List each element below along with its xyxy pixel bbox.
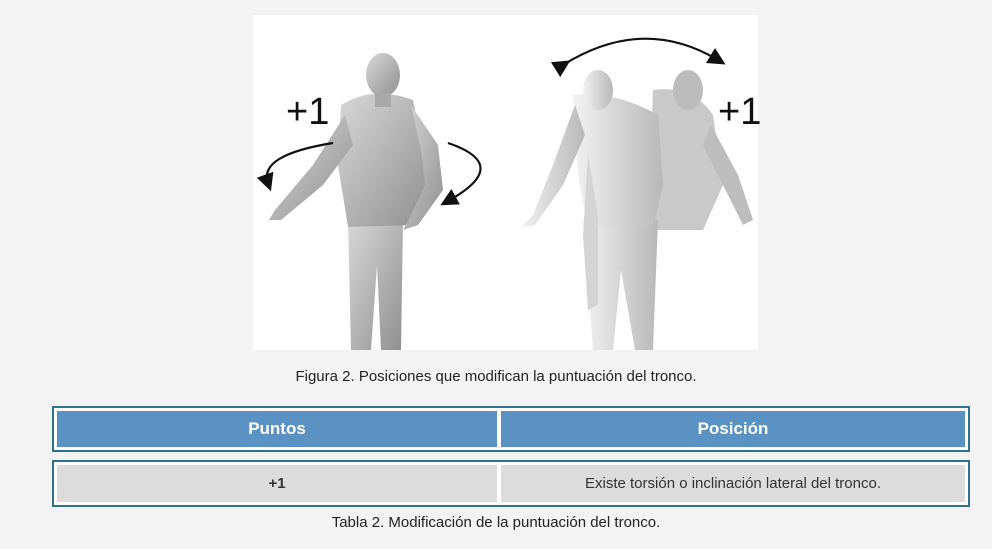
torsion-score-label: +1 bbox=[286, 91, 330, 133]
table-caption: Tabla 2. Modificación de la puntuación d… bbox=[331, 514, 661, 531]
inclination-figure bbox=[521, 37, 753, 350]
trunk-figure-illustration bbox=[256, 37, 753, 350]
header-posicion: Posición bbox=[501, 411, 965, 447]
figure-caption: Figura 2. Posiciones que modifican la pu… bbox=[295, 368, 697, 385]
cell-puntos: +1 bbox=[57, 465, 497, 502]
inclination-score-label: +1 bbox=[718, 91, 762, 133]
table-row: +1 Existe torsión o inclinación lateral … bbox=[52, 460, 970, 507]
trunk-positions-figure: +1 +1 bbox=[253, 15, 762, 350]
header-puntos: Puntos bbox=[57, 411, 497, 447]
table-header-row: Puntos Posición bbox=[52, 406, 970, 452]
cell-posicion: Existe torsión o inclinación lateral del… bbox=[501, 465, 965, 502]
torsion-figure bbox=[256, 53, 482, 350]
